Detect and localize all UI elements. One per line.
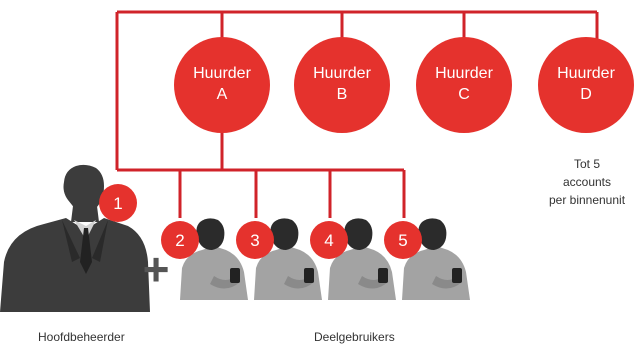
phone-icon [230, 268, 240, 283]
sub-user-head [418, 218, 447, 250]
sub-user-head [270, 218, 299, 250]
tenant-word: Huurder [557, 65, 615, 82]
tenant-circle [294, 37, 390, 133]
tenant-letter: D [580, 86, 592, 103]
badge-number: 3 [250, 231, 259, 250]
note-line-3: per binnenunit [548, 193, 626, 207]
businessman-silhouette-icon [0, 164, 150, 312]
badge-1: 1 [99, 184, 137, 222]
phone-icon [452, 268, 462, 283]
sub-user-head [344, 218, 373, 250]
tenant-letter: A [217, 86, 228, 103]
admin-tie [80, 228, 92, 274]
phone-icon [378, 268, 388, 283]
badge-circle [161, 221, 199, 259]
badge-circle [236, 221, 274, 259]
tenant-letter: B [337, 86, 348, 103]
phone-icon [304, 268, 314, 283]
accounts-note: Tot 5 accounts per binnenunit [531, 155, 636, 209]
admin-head [63, 164, 104, 212]
user-with-phone-icon [254, 218, 322, 300]
note-line-1: Tot 5 [573, 157, 600, 171]
tenant-word: Huurder [435, 65, 493, 82]
connector-lines [115, 10, 599, 218]
admin-lapel-left [62, 220, 80, 262]
main-admin-label: Hoofdbeheerder [38, 330, 125, 344]
badge-number: 5 [398, 231, 407, 250]
admin-body [0, 218, 150, 312]
badge-3: 3 [236, 221, 274, 259]
note-line-2: accounts [562, 175, 612, 189]
badge-circle [384, 221, 422, 259]
tenant-node-b: Huurder B [294, 37, 390, 133]
badge-2: 2 [161, 221, 199, 259]
tenant-word: Huurder [193, 65, 251, 82]
plus-sign: + [143, 243, 170, 295]
user-with-phone-icon [328, 218, 396, 300]
sub-user-head [196, 218, 225, 250]
badge-circle [310, 221, 348, 259]
admin-lapel-right [92, 220, 108, 262]
tenant-node-d: Huurder D [538, 37, 634, 133]
badge-circle [99, 184, 137, 222]
user-with-phone-icon [402, 218, 470, 300]
badge-number: 2 [175, 231, 184, 250]
tenant-circle [416, 37, 512, 133]
sub-users-label: Deelgebruikers [314, 330, 395, 344]
badge-number: 1 [113, 194, 122, 213]
tenant-node-c: Huurder C [416, 37, 512, 133]
badge-4: 4 [310, 221, 348, 259]
tenant-word: Huurder [313, 65, 371, 82]
tenant-circle [174, 37, 270, 133]
badge-5: 5 [384, 221, 422, 259]
tenant-node-a: Huurder A [174, 37, 270, 133]
user-with-phone-icon [180, 218, 248, 300]
badge-number: 4 [324, 231, 333, 250]
tenant-circle [538, 37, 634, 133]
tenant-letter: C [458, 86, 470, 103]
